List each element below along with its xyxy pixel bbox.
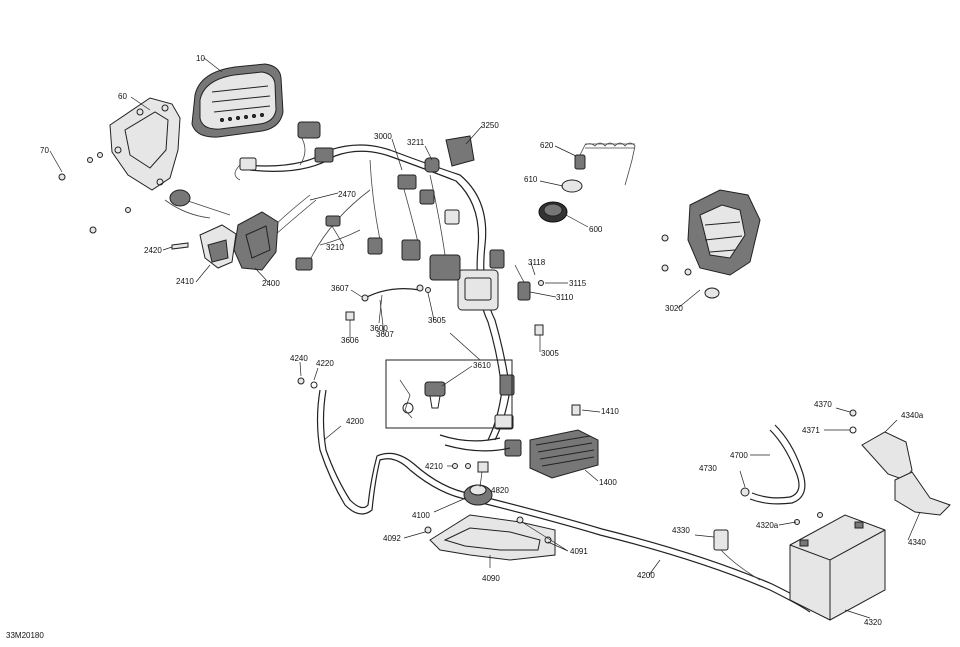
callout-4371: 4371 [802,426,820,435]
connector-4330-part [713,529,761,581]
screw-70-parts [58,152,131,234]
nut-4240-part [297,377,305,385]
callout-3610: 3610 [473,361,491,370]
screw-4092-part [424,526,432,534]
fuse-4820-part [477,461,489,473]
part-610 [561,179,583,193]
sensor-3250-part [445,135,475,167]
sensor-3210-part [325,215,341,227]
part-4210 [452,463,471,469]
callout-60: 60 [118,92,127,101]
callout-3000: 3000 [374,132,392,141]
callout-2400: 2400 [262,279,280,288]
callout-620: 620 [540,141,554,150]
callout-70: 70 [40,146,49,155]
callout-3605: 3605 [428,316,446,325]
module-3020-part [661,189,761,299]
callout-4240: 4240 [290,354,308,363]
wire-3600-part [345,284,431,321]
inset-3610-part [385,332,513,429]
callout-3110: 3110 [556,293,574,302]
screw-1410-part [571,404,581,416]
callout-3606: 3606 [341,336,359,345]
screw-4091-parts [516,516,552,544]
callout-3607-b: 3607 [376,330,394,339]
nut-4370-part [849,409,857,417]
callout-4820: 4820 [491,486,509,495]
main-harness-part [234,121,522,457]
callout-3118: 3118 [528,258,546,267]
callout-4370: 4370 [814,400,832,409]
callout-3020: 3020 [665,304,683,313]
callout-1400: 1400 [599,478,617,487]
strap-4340a-part [861,431,913,481]
callout-600: 600 [589,225,603,234]
diagram-code: 33M20180 [6,631,44,640]
relay-3110-part [514,264,531,301]
plate-4090-part [429,514,556,561]
solenoid-4100-part [463,484,493,506]
callout-4210: 4210 [425,462,443,471]
callout-2470: 2470 [338,190,356,199]
callout-4092: 4092 [383,534,401,543]
gauge-cluster-part [191,63,284,138]
sensor-3211-part [424,157,440,173]
callout-610: 610 [524,175,538,184]
callout-10: 10 [196,54,205,63]
callout-3211: 3211 [407,138,425,147]
callout-2420: 2420 [144,246,162,255]
bolt-4320a-part [794,512,823,525]
cluster-bracket-part [109,97,181,191]
callout-3600: 3600 [370,324,388,333]
callout-4090: 4090 [482,574,500,583]
screw-2420-part [171,242,189,250]
callout-3250: 3250 [481,121,499,130]
callout-4320: 4320 [864,618,882,627]
washer-4371-part [849,426,857,434]
leader-lines [49,57,921,619]
callout-4320a: 4320a [756,521,779,530]
callout-4730: 4730 [699,464,717,473]
callout-2410: 2410 [176,277,194,286]
callout-4220: 4220 [316,359,334,368]
callout-3607-a: 3607 [331,284,349,293]
callout-4200-a: 4200 [346,417,364,426]
callout-4091: 4091 [570,547,588,556]
part-600 [538,201,568,223]
bracket-4340-part [894,471,951,516]
cable-4700-part [740,424,806,505]
battery-4320-part [789,514,886,621]
callout-4700: 4700 [730,451,748,460]
switch-2400-part [164,189,279,271]
cable-4200-part [316,389,815,613]
switch-2410-part [199,224,237,269]
coil-cable-620-part [574,142,636,186]
callout-4340: 4340 [908,538,926,547]
callout-4200-b: 4200 [637,571,655,580]
callout-labels: 10 60 70 3000 3211 3250 620 610 600 2470… [40,54,926,627]
regulator-1400-part [529,429,599,479]
callout-1410: 1410 [601,407,619,416]
callout-4340a: 4340a [901,411,924,420]
washer-4220-part [310,381,318,389]
screw-3115-part [538,280,544,286]
callout-3210: 3210 [326,243,344,252]
screw-3005-part [534,324,544,336]
callout-3115: 3115 [569,279,587,288]
callout-4330: 4330 [672,526,690,535]
callout-4100: 4100 [412,511,430,520]
callout-3005: 3005 [541,349,559,358]
